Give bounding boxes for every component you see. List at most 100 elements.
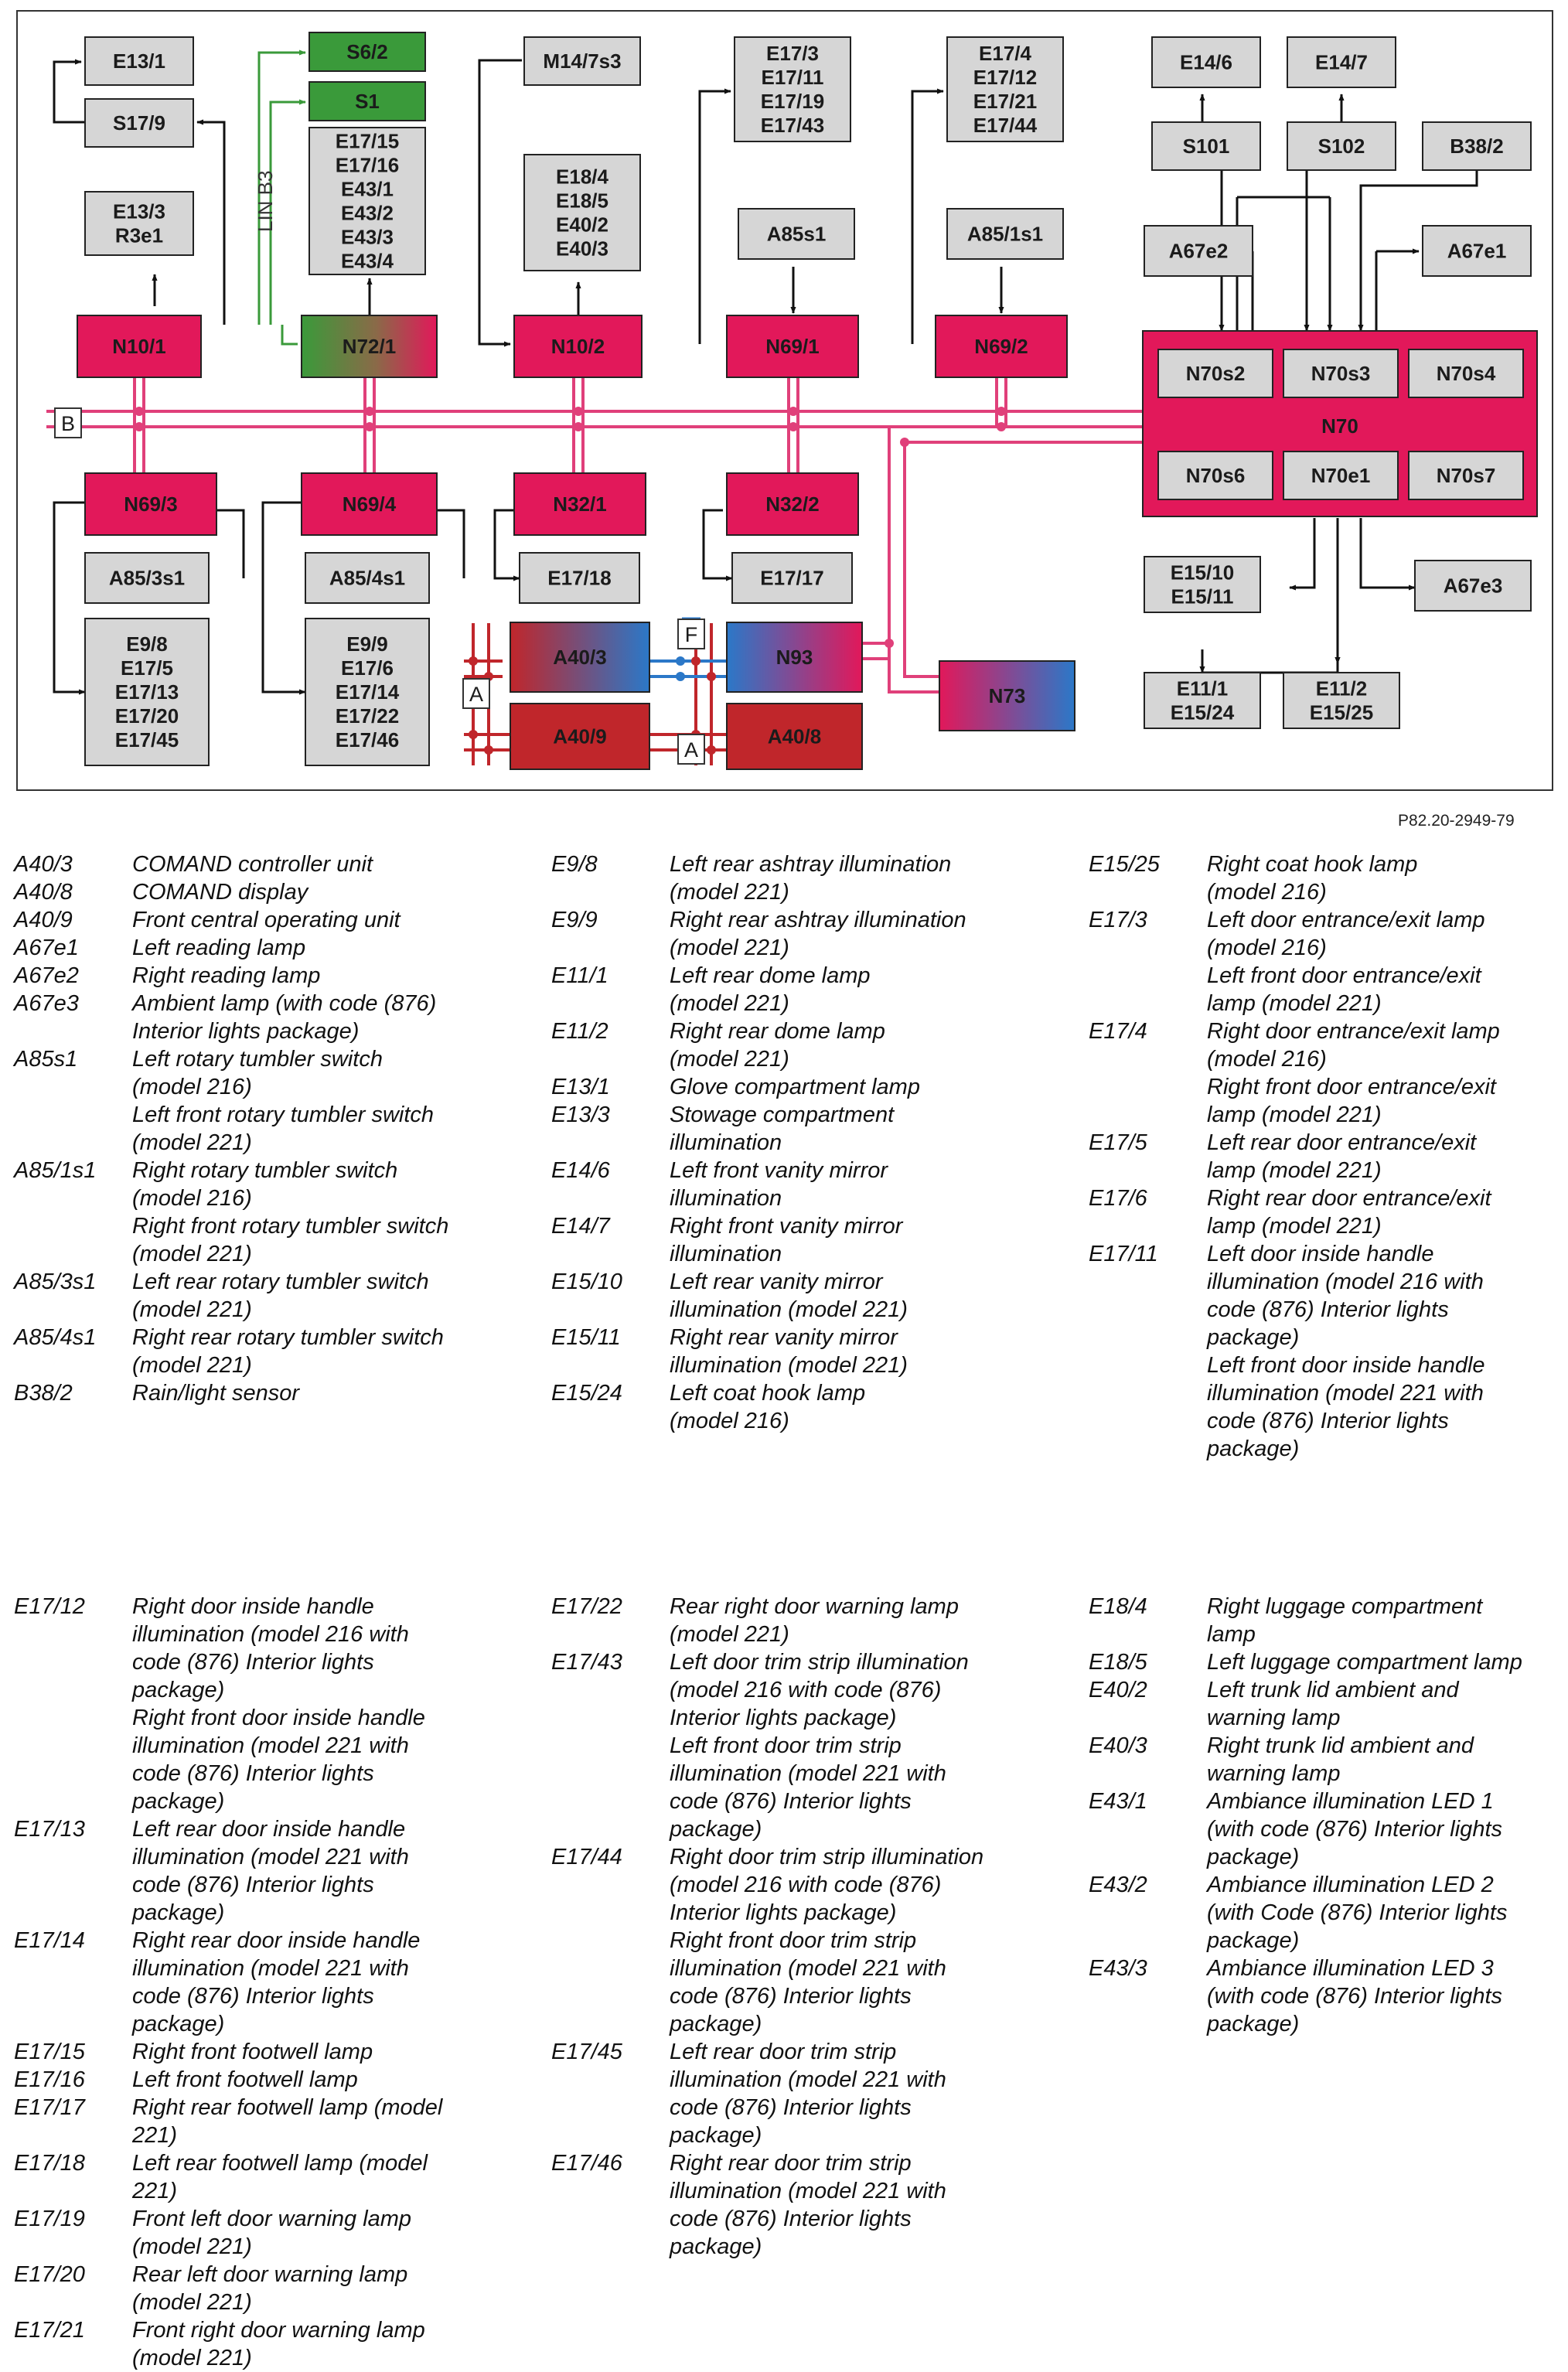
legend-code: E17/17 [14, 2095, 85, 2120]
legend-description: Rain/light sensor [132, 1379, 534, 1407]
component-E14-7-label: E14/7 [1315, 51, 1368, 74]
component-E17-4-group-label: E17/21 [973, 90, 1037, 113]
component-E13-3-label: R3e1 [115, 224, 163, 247]
legend-code: E13/3 [551, 1103, 610, 1127]
legend-description-line: Right rear ashtray illumination [670, 908, 966, 932]
control-unit-A40-9: A40/9 [510, 703, 650, 770]
legend-code: E17/21 [14, 2318, 85, 2343]
legend-description-line: illumination (model 221 with [132, 1845, 409, 1869]
lamp-A67e3-label: A67e3 [1444, 574, 1503, 598]
component-E15-10-group-label: E15/11 [1171, 585, 1234, 608]
component-E9-8-group-label: E17/5 [121, 656, 173, 680]
legend-code: A85s1 [14, 1047, 78, 1072]
legend-description: Ambiance illumination LED 2(with Code (8… [1207, 1871, 1568, 1955]
legend-description-line: (model 221) [670, 880, 789, 905]
lamp-N70e1-label: N70e1 [1311, 464, 1371, 487]
control-unit-N93-label: N93 [776, 646, 813, 669]
component-S17-9-frame [84, 98, 194, 148]
legend-description-line: (model 221) [132, 2234, 252, 2259]
control-unit-N69-4: N69/4 [301, 472, 438, 536]
control-unit-N10-2: N10/2 [513, 315, 643, 378]
legend-description-line: Right front door inside handle [132, 1706, 425, 1730]
legend-description: Right rear ashtray illumination(model 22… [670, 906, 1072, 962]
component-E18-4-group-label: E18/5 [556, 189, 608, 213]
legend-description-line: illumination (model 221 with [670, 1761, 946, 1786]
control-unit-N73-label: N73 [989, 684, 1026, 707]
legend-code: E17/4 [1089, 1019, 1147, 1044]
legend-description-line: package) [1207, 1325, 1300, 1350]
switch-S102-label: S102 [1318, 135, 1365, 158]
control-unit-N69-3: N69/3 [84, 472, 217, 536]
component-E17-4-group-label: E17/12 [973, 66, 1037, 89]
legend-code: E17/16 [14, 2067, 85, 2092]
legend-description-line: Ambient lamp (with code (876) [132, 991, 437, 1016]
signal-line [478, 59, 522, 347]
control-unit-N93: N93 [726, 622, 863, 693]
control-unit-N32-2: N32/2 [726, 472, 859, 536]
legend-description-line: lamp (model 221) [1207, 991, 1382, 1016]
legend-code: E17/3 [1089, 908, 1147, 932]
bus-label-F: F [677, 619, 705, 649]
component-E17-4-group-frame [946, 36, 1064, 142]
component-E17-4-group-label: E17/4 [979, 42, 1031, 65]
component-E17-4-group-label: E17/44 [973, 114, 1038, 137]
control-unit-A40-9-frame [510, 703, 650, 770]
lamp-A67e1-label: A67e1 [1447, 240, 1507, 263]
legend-description-line: Right rear rotary tumbler switch [132, 1325, 444, 1350]
lamp-N70e1: N70e1 [1283, 451, 1399, 500]
component-E13-3-frame [84, 191, 194, 256]
legend-description-line: Right rear door trim strip [670, 2151, 912, 2176]
signal-line [698, 88, 731, 344]
junction-dot [789, 407, 798, 416]
legend-description-line: illumination (model 221 with [670, 1956, 946, 1981]
switch-S101-frame [1151, 121, 1261, 171]
legend-description-line: code (876) Interior lights [132, 1761, 374, 1786]
control-unit-N32-2-label: N32/2 [765, 492, 819, 516]
control-unit-N69-2-frame [935, 315, 1068, 378]
switch-N70s7-frame [1408, 451, 1524, 500]
component-E9-9-group-label: E17/14 [336, 680, 400, 704]
legend-code: E9/8 [551, 852, 598, 877]
legend-code: E18/4 [1089, 1594, 1147, 1619]
control-unit-N69-1-frame [726, 315, 859, 378]
legend-description: Left coat hook lamp(model 216) [670, 1379, 1072, 1435]
legend-description-line: package) [670, 2123, 762, 2148]
legend-description-line: (model 216 with code (876) [670, 1873, 942, 1897]
component-M14-7s3-label: M14/7s3 [543, 49, 621, 73]
control-unit-N10-1: N10/1 [77, 315, 202, 378]
legend-description-line: Glove compartment lamp [670, 1075, 920, 1099]
lin-line [257, 49, 306, 325]
legend-code: E17/13 [14, 1817, 85, 1842]
legend-description-line: code (876) Interior lights [670, 2207, 912, 2231]
switch-N70s2-label: N70s2 [1186, 362, 1246, 385]
legend-description: Left rear rotary tumbler switch(model 22… [132, 1268, 534, 1324]
legend-description-line: package) [670, 2234, 762, 2259]
control-unit-N70-label: N70 [1321, 414, 1358, 438]
legend-description: COMAND controller unit [132, 850, 534, 878]
legend-description-line: (model 221) [670, 1047, 789, 1072]
component-E17-3-group-label: E17/11 [762, 66, 824, 89]
switch-A85s1-frame [738, 208, 855, 260]
switch-S1-label: S1 [355, 90, 380, 113]
signal-line [196, 119, 226, 325]
junction-dot [997, 422, 1006, 431]
legend-description-line: (model 216 with code (876) [670, 1678, 942, 1702]
